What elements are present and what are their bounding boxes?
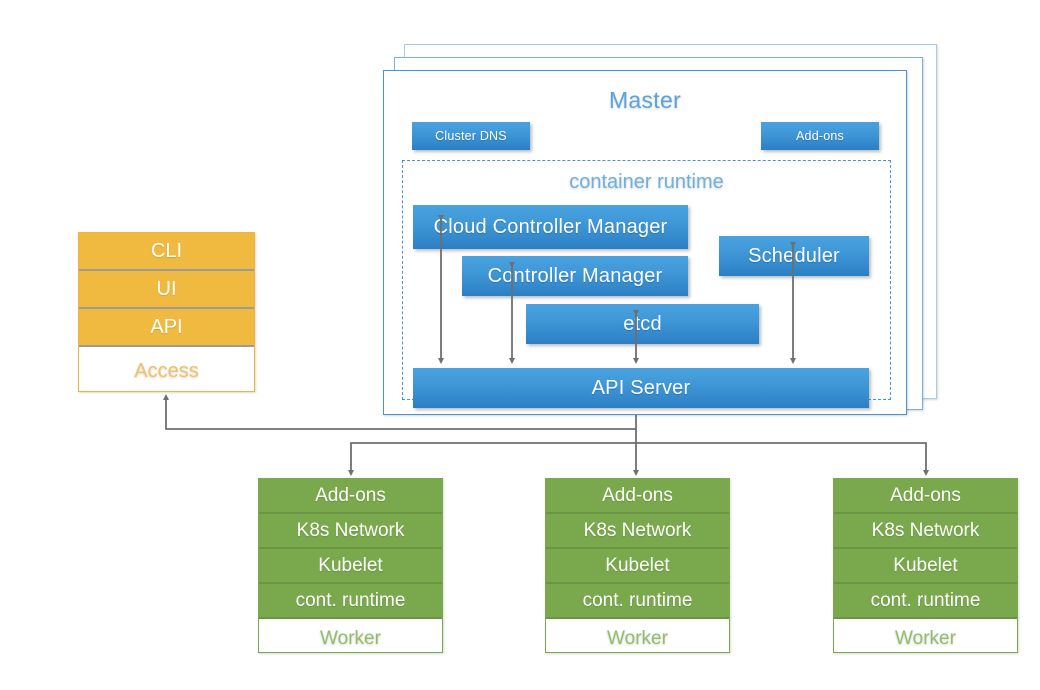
worker-3-row-kubelet[interactable]: Kubelet <box>834 549 1017 584</box>
access-row-cli-label: CLI <box>150 239 183 262</box>
master-node[interactable]: Master Cluster DNS Add-ons container run… <box>383 70 907 415</box>
worker-3-row-addons-label: Add-ons <box>890 484 961 506</box>
access-row-cli[interactable]: CLI <box>79 233 254 271</box>
worker-node-1[interactable]: Add-ons K8s Network Kubelet cont. runtim… <box>258 478 443 653</box>
worker-3-row-network-label: K8s Network <box>871 519 980 541</box>
api-server-box[interactable]: API Server <box>413 368 869 408</box>
worker-2-row-kubelet[interactable]: Kubelet <box>546 549 729 584</box>
etcd-box[interactable]: etcd <box>526 304 759 344</box>
worker-1-footer-label: Worker <box>320 628 381 649</box>
worker-1-row-runtime[interactable]: cont. runtime <box>259 584 442 619</box>
access-row-api[interactable]: API <box>79 309 254 347</box>
cluster-dns-label: Cluster DNS <box>435 129 507 143</box>
connector-apiserver-worker3 <box>636 442 929 476</box>
worker-2-row-runtime-label: cont. runtime <box>582 589 693 611</box>
master-title: Master <box>608 87 682 113</box>
scheduler-label: Scheduler <box>748 244 840 267</box>
access-row-ui[interactable]: UI <box>79 271 254 309</box>
container-runtime-title: container runtime <box>569 171 724 193</box>
worker-2-footer-label: Worker <box>607 628 668 649</box>
worker-2-row-addons[interactable]: Add-ons <box>546 479 729 514</box>
worker-2-row-network-label: K8s Network <box>583 519 692 541</box>
worker-1-row-addons[interactable]: Add-ons <box>259 479 442 514</box>
cloud-controller-manager-box[interactable]: Cloud Controller Manager <box>413 205 688 249</box>
worker-3-footer-label: Worker <box>895 628 956 649</box>
worker-1-row-network-label: K8s Network <box>296 519 405 541</box>
worker-node-2[interactable]: Add-ons K8s Network Kubelet cont. runtim… <box>545 478 730 653</box>
worker-1-row-network[interactable]: K8s Network <box>259 514 442 549</box>
worker-3-row-runtime[interactable]: cont. runtime <box>834 584 1017 619</box>
api-server-label: API Server <box>591 376 691 399</box>
scheduler-box[interactable]: Scheduler <box>719 236 869 276</box>
worker-3-row-network[interactable]: K8s Network <box>834 514 1017 549</box>
worker-3-row-addons[interactable]: Add-ons <box>834 479 1017 514</box>
worker-1-row-addons-label: Add-ons <box>315 484 386 506</box>
master-addons-label: Add-ons <box>796 129 844 143</box>
worker-2-row-addons-label: Add-ons <box>602 484 673 506</box>
cloud-controller-manager-label: Cloud Controller Manager <box>433 215 668 238</box>
cluster-dns-box[interactable]: Cluster DNS <box>412 122 530 150</box>
worker-2-row-runtime[interactable]: cont. runtime <box>546 584 729 619</box>
access-row-ui-label: UI <box>156 277 177 300</box>
worker-3-row-runtime-label: cont. runtime <box>870 589 981 611</box>
controller-manager-box[interactable]: Controller Manager <box>462 256 688 296</box>
worker-2-row-network[interactable]: K8s Network <box>546 514 729 549</box>
access-footer-label: Access <box>134 360 199 382</box>
access-panel[interactable]: CLI UI API Access <box>78 232 255 392</box>
worker-1-row-runtime-label: cont. runtime <box>295 589 406 611</box>
worker-1-row-kubelet-label: Kubelet <box>318 554 383 576</box>
connector-apiserver-worker1 <box>348 442 636 476</box>
worker-2-row-kubelet-label: Kubelet <box>605 554 670 576</box>
worker-3-row-kubelet-label: Kubelet <box>893 554 958 576</box>
controller-manager-label: Controller Manager <box>487 264 663 287</box>
access-row-api-label: API <box>150 315 183 338</box>
worker-node-3[interactable]: Add-ons K8s Network Kubelet cont. runtim… <box>833 478 1018 653</box>
worker-1-row-kubelet[interactable]: Kubelet <box>259 549 442 584</box>
etcd-label: etcd <box>623 312 662 335</box>
master-addons-box[interactable]: Add-ons <box>761 122 879 150</box>
